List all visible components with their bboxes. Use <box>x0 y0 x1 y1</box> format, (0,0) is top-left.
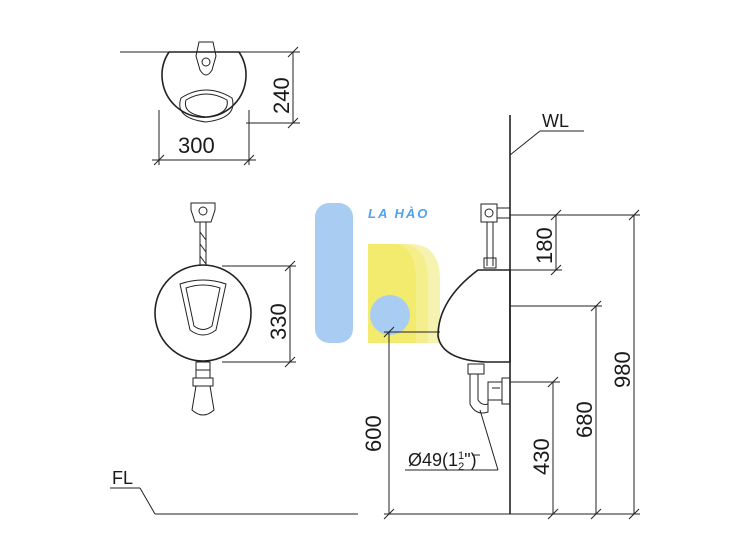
dim-980: 980 <box>610 351 635 388</box>
dim-180: 180 <box>532 227 557 264</box>
front-view-trap <box>191 385 215 416</box>
top-view-valve <box>195 41 217 76</box>
side-view-body <box>437 269 511 363</box>
dim-680: 680 <box>572 401 597 438</box>
front-view-inner-bowl <box>179 279 227 336</box>
dim-240: 240 <box>269 77 294 114</box>
front-view-valve <box>190 202 216 223</box>
front-view-bowl <box>154 264 252 362</box>
floor-line-group: FL <box>110 468 358 515</box>
logo-blue-bar <box>315 203 353 343</box>
front-view: 330 <box>154 202 296 416</box>
top-view: 240 300 <box>120 41 300 166</box>
watermark-logo: LA HÀO <box>315 203 440 343</box>
logo-blue-circle <box>370 295 410 335</box>
dim-300: 300 <box>178 133 215 158</box>
side-view-valve <box>480 203 498 223</box>
dim-330: 330 <box>266 303 291 340</box>
wall-line-label: WL <box>542 111 569 131</box>
floor-line-label: FL <box>112 468 133 488</box>
top-view-bowl <box>179 89 234 123</box>
side-view-trap <box>469 374 489 414</box>
top-view-basin-outline <box>161 51 247 119</box>
dim-430: 430 <box>529 438 554 475</box>
logo-brand-text: LA HÀO <box>368 206 429 221</box>
dim-600: 600 <box>361 415 386 452</box>
